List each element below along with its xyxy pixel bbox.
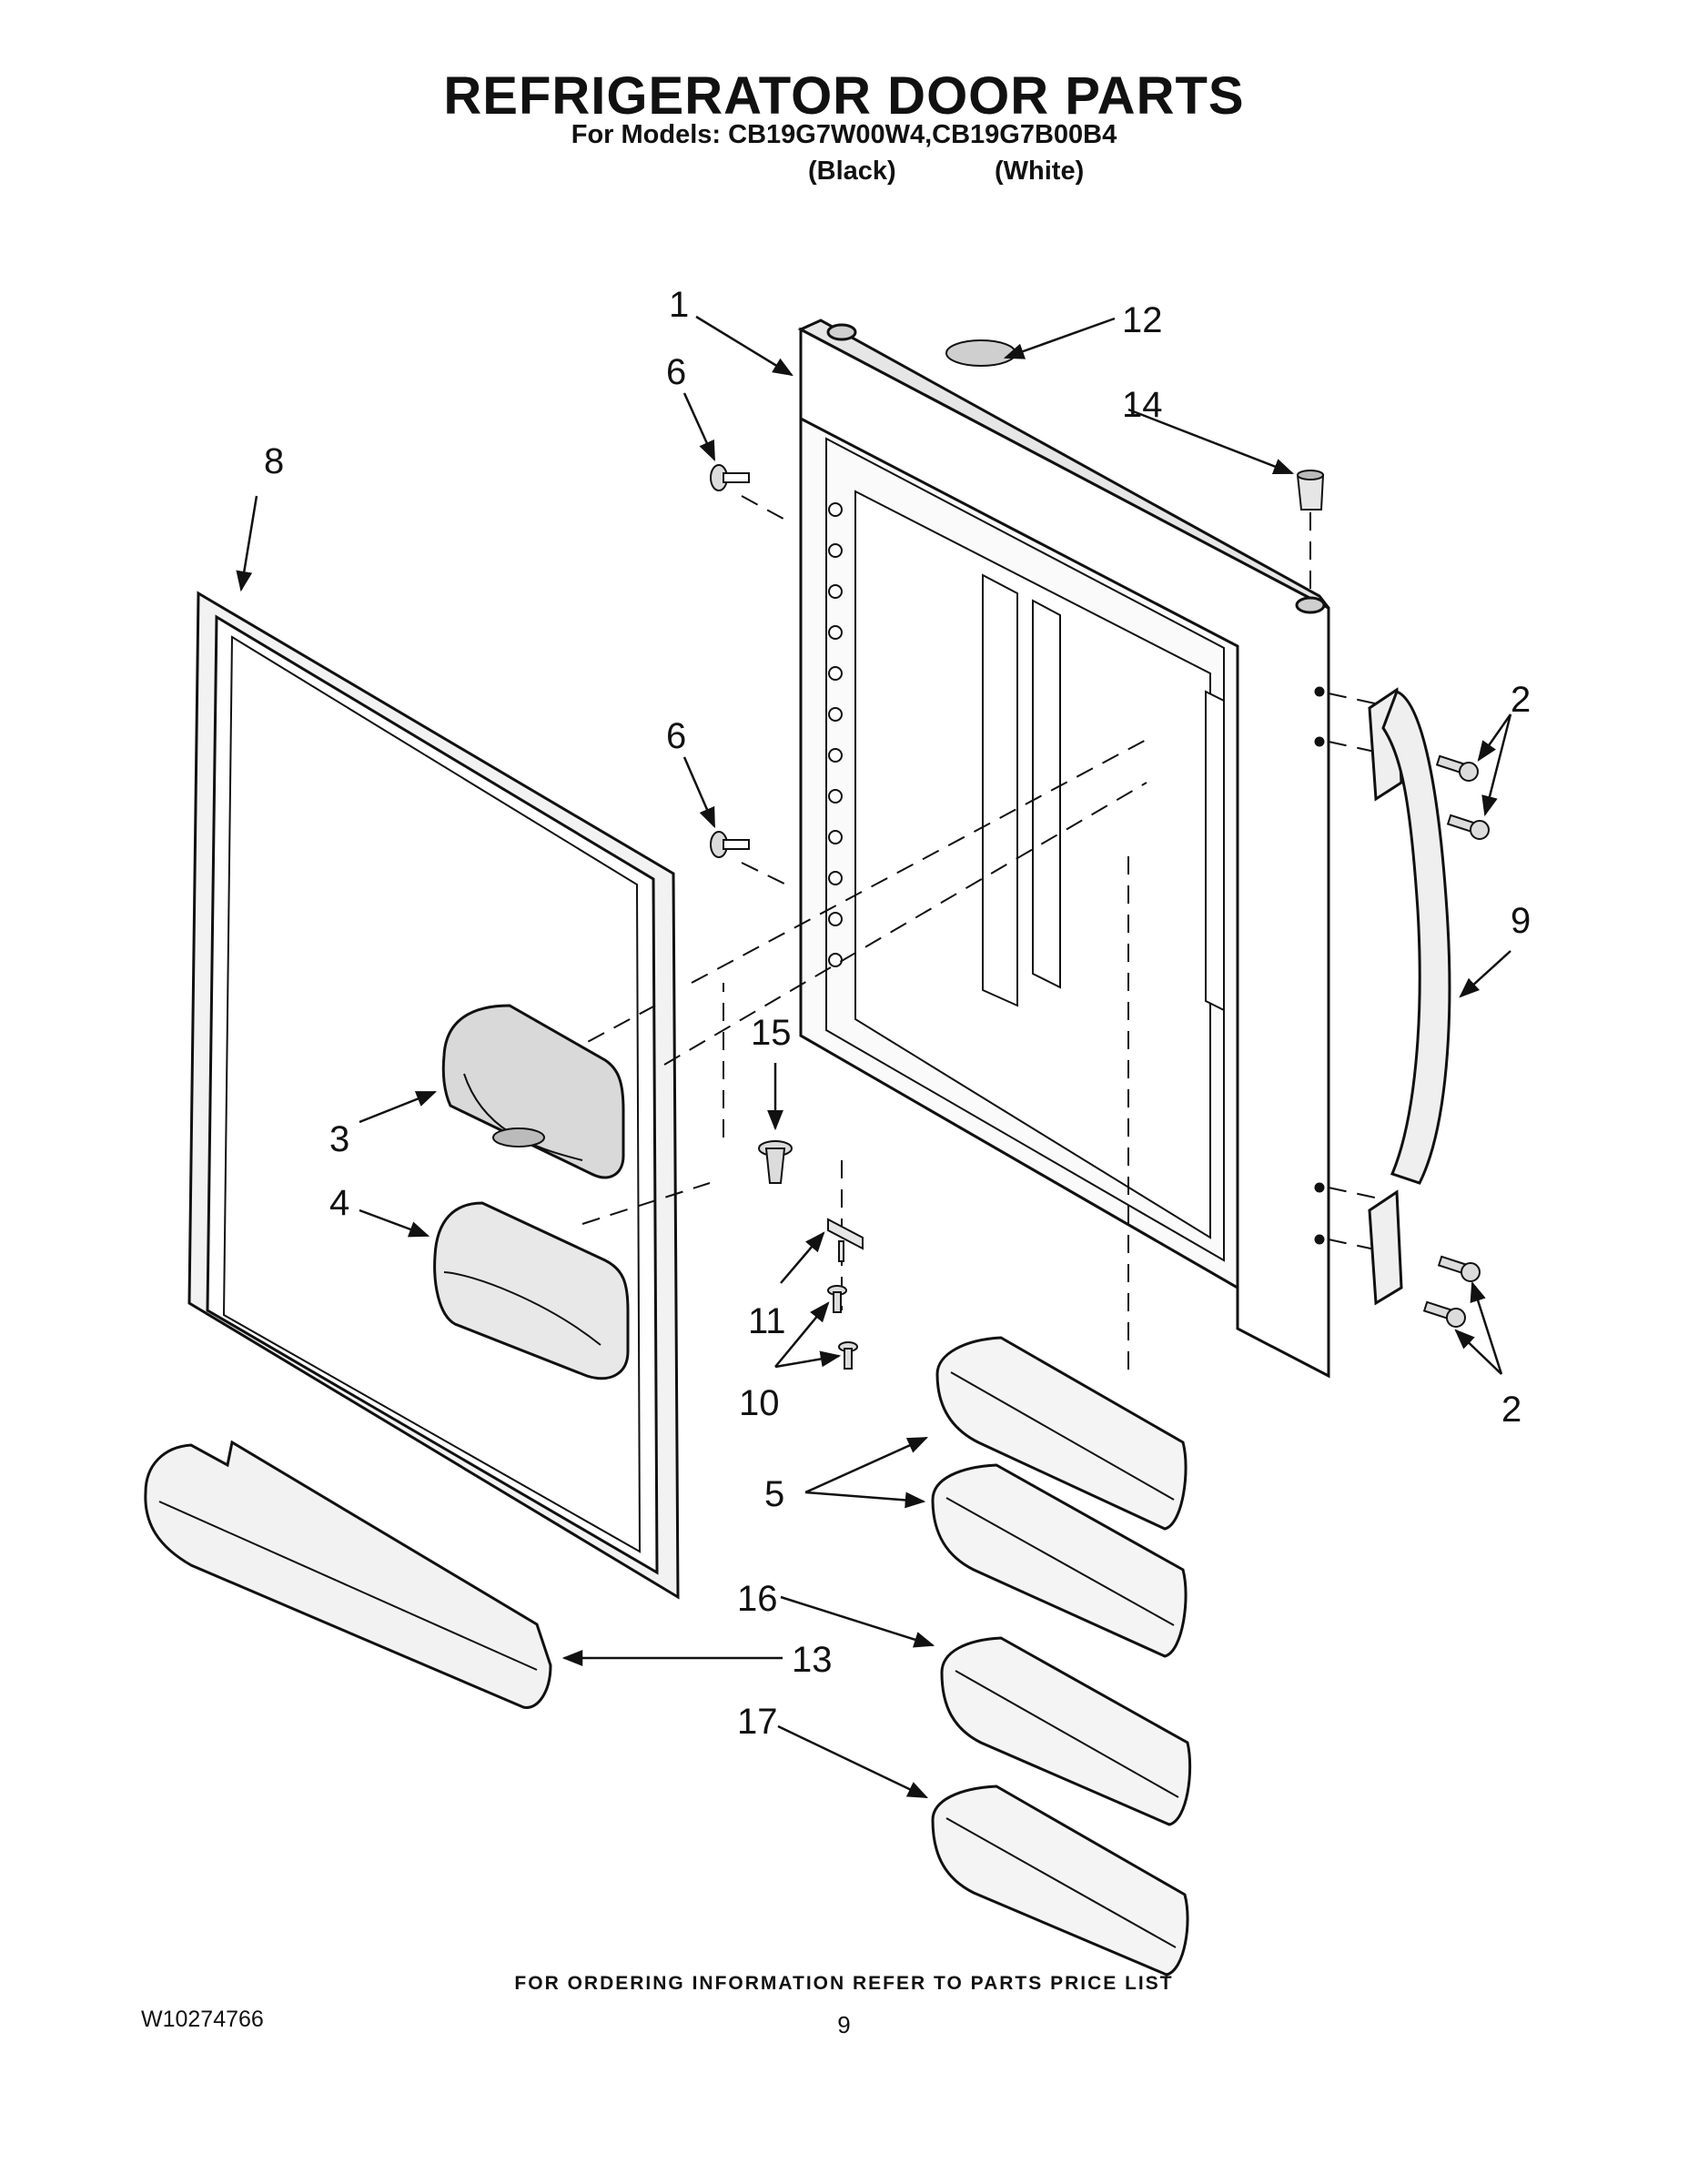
bracket-screws — [827, 1285, 858, 1370]
door-bin-upper — [935, 1336, 1188, 1531]
callout-17: 17 — [737, 1702, 778, 1742]
callout-6a: 6 — [666, 352, 686, 392]
hinge-pins — [710, 464, 750, 858]
hinge-plug-part — [1296, 470, 1325, 511]
door-cap-part — [945, 339, 1016, 367]
door-bin-17 — [931, 1785, 1189, 1977]
document-number: W10274766 — [141, 2007, 264, 2032]
callout-4: 4 — [329, 1183, 349, 1223]
callout-5: 5 — [764, 1474, 784, 1514]
handle-screws — [1422, 754, 1490, 1328]
callout-1: 1 — [669, 285, 689, 325]
utility-bin-part — [433, 1201, 630, 1380]
shelf-bracket-part — [827, 1218, 864, 1262]
callout-3: 3 — [329, 1119, 349, 1159]
door-assembly-part — [797, 318, 1330, 1379]
page-title: REFRIGERATOR DOOR PARTS — [443, 66, 1245, 126]
page-number: 9 — [837, 2011, 851, 2038]
callout-numbers: 1 12 14 6 6 8 2 9 2 3 4 15 11 10 5 16 13… — [264, 285, 1531, 1742]
callout-16: 16 — [737, 1579, 778, 1619]
callout-13: 13 — [792, 1640, 833, 1680]
callout-2b: 2 — [1501, 1390, 1521, 1430]
callout-10: 10 — [739, 1383, 780, 1423]
door-handle-part — [1368, 687, 1451, 1306]
door-shelf-studs — [828, 502, 843, 967]
callout-11: 11 — [748, 1301, 786, 1341]
callout-15: 15 — [751, 1013, 792, 1053]
variant-black-label: (Black) — [808, 157, 896, 186]
callout-9: 9 — [1511, 901, 1531, 941]
callout-14: 14 — [1122, 385, 1163, 425]
variant-white-label: (White) — [995, 157, 1085, 186]
callout-leaders — [236, 315, 1512, 1799]
compartment-cover-part — [441, 1004, 625, 1179]
models-line: For Models: CB19G7W00W4,CB19G7B00B4 — [571, 120, 1117, 149]
callout-2a: 2 — [1511, 680, 1531, 720]
ordering-note: FOR ORDERING INFORMATION REFER TO PARTS … — [514, 1973, 1174, 1994]
callout-8: 8 — [264, 441, 284, 481]
callout-6b: 6 — [666, 716, 686, 756]
callout-12: 12 — [1122, 300, 1163, 340]
door-clip-part — [758, 1140, 793, 1184]
long-door-bin-part — [144, 1440, 552, 1709]
door-bin-16 — [940, 1636, 1192, 1826]
door-bin-lower — [931, 1463, 1188, 1658]
